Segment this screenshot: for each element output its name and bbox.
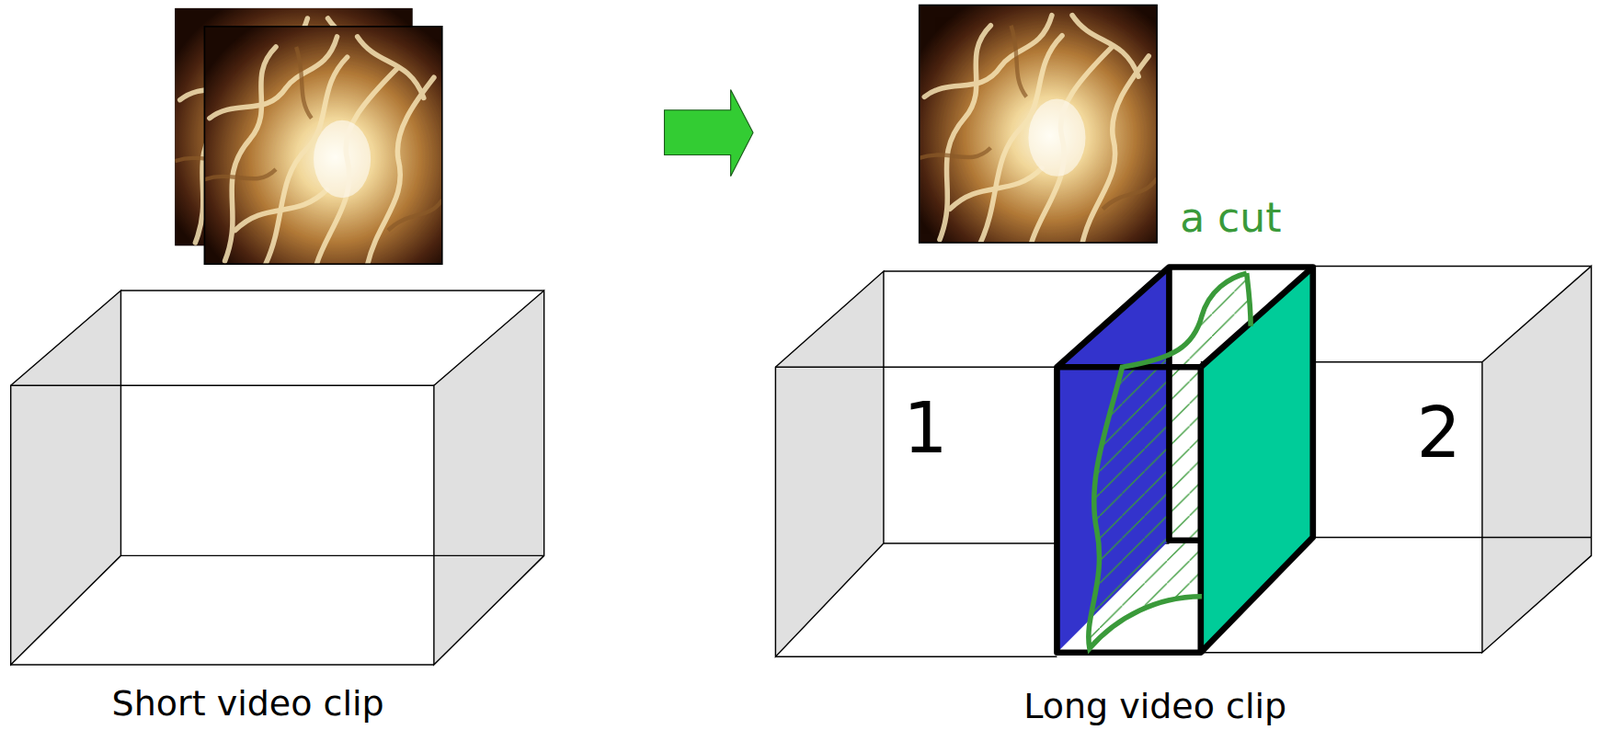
caption-label: Short video clip xyxy=(112,685,385,724)
cut-label: a cut xyxy=(1179,195,1281,240)
cut-curve xyxy=(1088,273,1247,649)
caption-label: Long video clip xyxy=(1023,687,1287,727)
overlap-region xyxy=(1056,267,1313,653)
clip-box xyxy=(11,290,545,665)
arrow-symbol xyxy=(664,90,754,177)
callout-number: 2 xyxy=(1416,394,1461,472)
fire-frame xyxy=(204,26,442,264)
fire-frame xyxy=(919,5,1157,243)
clip-box xyxy=(775,265,1591,657)
callout-number: 1 xyxy=(902,389,948,468)
